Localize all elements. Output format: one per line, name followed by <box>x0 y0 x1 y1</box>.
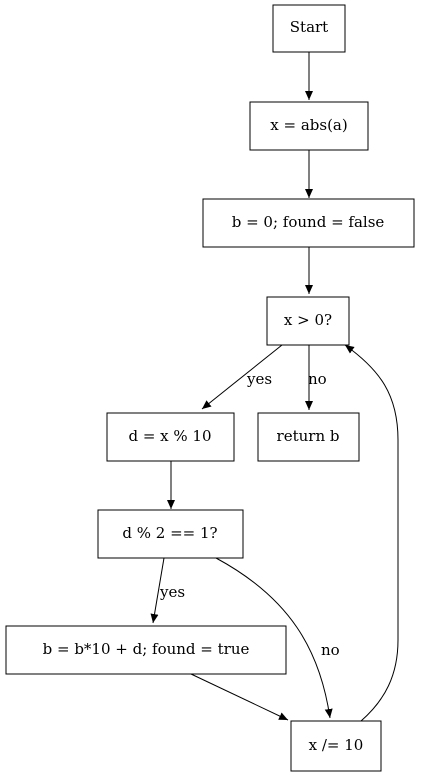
node-init-x-text: x = abs(a) <box>270 116 347 134</box>
node-init-b: b = 0; found = false <box>202 198 415 248</box>
node-odd-check: d % 2 == 1? <box>97 509 244 559</box>
node-start-text: Start <box>290 18 328 36</box>
node-init-b-text: b = 0; found = false <box>232 213 385 231</box>
label-odd-yes: yes <box>159 583 185 601</box>
node-return-b-text: return b <box>277 427 340 445</box>
node-init-x: x = abs(a) <box>249 101 369 151</box>
node-start: Start <box>272 4 346 53</box>
edge-divide-back-to-loop <box>344 344 399 722</box>
node-get-digit-text: d = x % 10 <box>128 427 211 445</box>
label-loop-yes: yes <box>246 370 272 388</box>
label-odd-no: no <box>321 641 340 659</box>
node-loop-cond: x > 0? <box>266 296 350 346</box>
edge-append-to-divide <box>190 673 289 721</box>
node-return-b: return b <box>257 412 360 462</box>
node-append-digit-text: b = b*10 + d; found = true <box>43 640 250 658</box>
edge-labels: yes no yes no <box>159 370 340 659</box>
node-get-digit: d = x % 10 <box>106 412 235 462</box>
edge-loop-yes <box>201 344 283 410</box>
edge-odd-no <box>215 557 333 719</box>
node-divide-x: x /= 10 <box>290 720 382 772</box>
edge-odd-yes <box>150 557 165 624</box>
node-odd-check-text: d % 2 == 1? <box>122 524 217 542</box>
nodes: Start x = abs(a) b = 0; found = false x … <box>5 4 415 772</box>
node-divide-x-text: x /= 10 <box>309 736 364 754</box>
label-loop-no: no <box>308 370 327 388</box>
node-loop-cond-text: x > 0? <box>284 311 332 329</box>
edges <box>150 52 399 722</box>
node-append-digit: b = b*10 + d; found = true <box>5 625 287 675</box>
